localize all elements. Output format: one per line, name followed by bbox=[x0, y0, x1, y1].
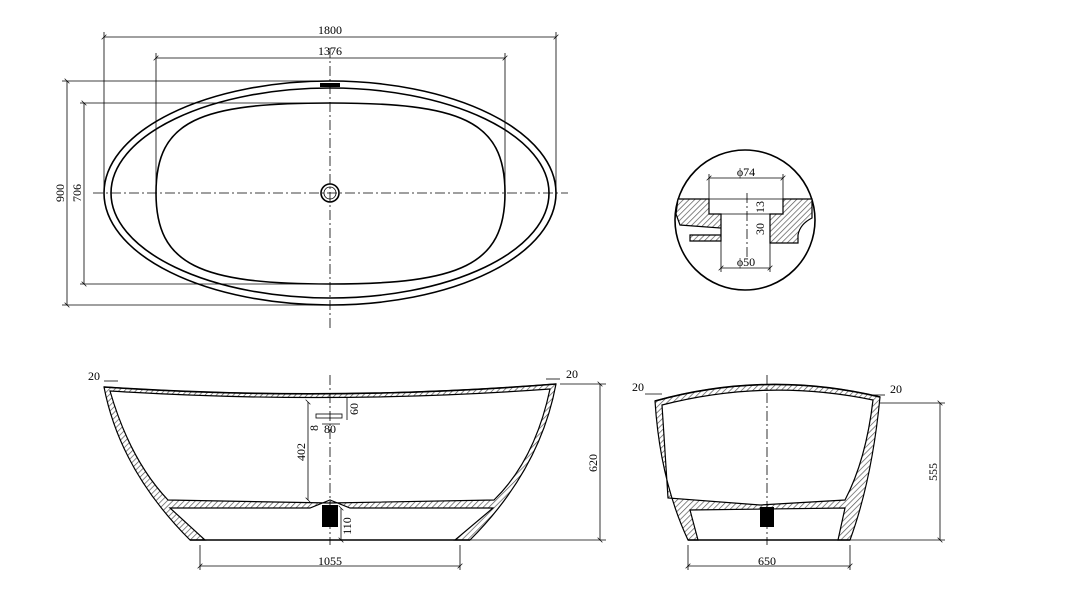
dim-side-rim-left: 20 bbox=[88, 369, 100, 383]
dim-bore-depth: 30 bbox=[753, 223, 767, 235]
dim-inner-diameter: ϕ50 bbox=[737, 255, 755, 269]
detail-section-left bbox=[675, 198, 722, 242]
dim-side-rim-right: 20 bbox=[566, 367, 578, 381]
basin-outline bbox=[155, 102, 506, 285]
dim-basin-width: 706 bbox=[70, 184, 84, 202]
top-view: 1800 1376 900 706 bbox=[53, 23, 568, 330]
dim-overflow-gap: 8 bbox=[307, 425, 321, 431]
dimension-1800: 1800 bbox=[104, 23, 556, 190]
dimension-1376: 1376 bbox=[156, 44, 505, 190]
dim-basin-length: 1376 bbox=[318, 44, 342, 58]
dim-width-overall: 900 bbox=[53, 184, 67, 202]
dim-length-overall: 1800 bbox=[318, 23, 342, 37]
dim-step-height: 13 bbox=[753, 201, 767, 213]
end-drain-fitting bbox=[760, 507, 774, 527]
detail-section-right bbox=[769, 198, 813, 244]
dim-outer-diameter: ϕ74 bbox=[737, 165, 755, 179]
dimension-706: 706 bbox=[70, 103, 330, 284]
dim-base-length: 1055 bbox=[318, 554, 342, 568]
detail-circle bbox=[674, 149, 816, 291]
dim-overflow-offset: 60 bbox=[347, 403, 361, 415]
dim-height-overall: 620 bbox=[586, 454, 600, 472]
dim-end-height: 555 bbox=[926, 463, 940, 481]
dim-end-base-width: 650 bbox=[758, 554, 776, 568]
drain-icon bbox=[320, 183, 340, 203]
dim-end-rim-right: 20 bbox=[890, 382, 902, 396]
dim-basin-depth: 402 bbox=[294, 443, 308, 461]
dim-drain-height: 110 bbox=[340, 517, 354, 535]
dim-end-rim-left: 20 bbox=[632, 380, 644, 394]
dimension-900: 900 bbox=[53, 81, 330, 305]
end-view: 20 20 555 650 bbox=[632, 375, 945, 570]
side-view: 20 20 402 8 80 60 110 620 1055 bbox=[88, 367, 606, 570]
drain-detail: ϕ74 ϕ50 13 30 bbox=[674, 149, 816, 291]
dim-overflow-width: 80 bbox=[324, 422, 336, 436]
